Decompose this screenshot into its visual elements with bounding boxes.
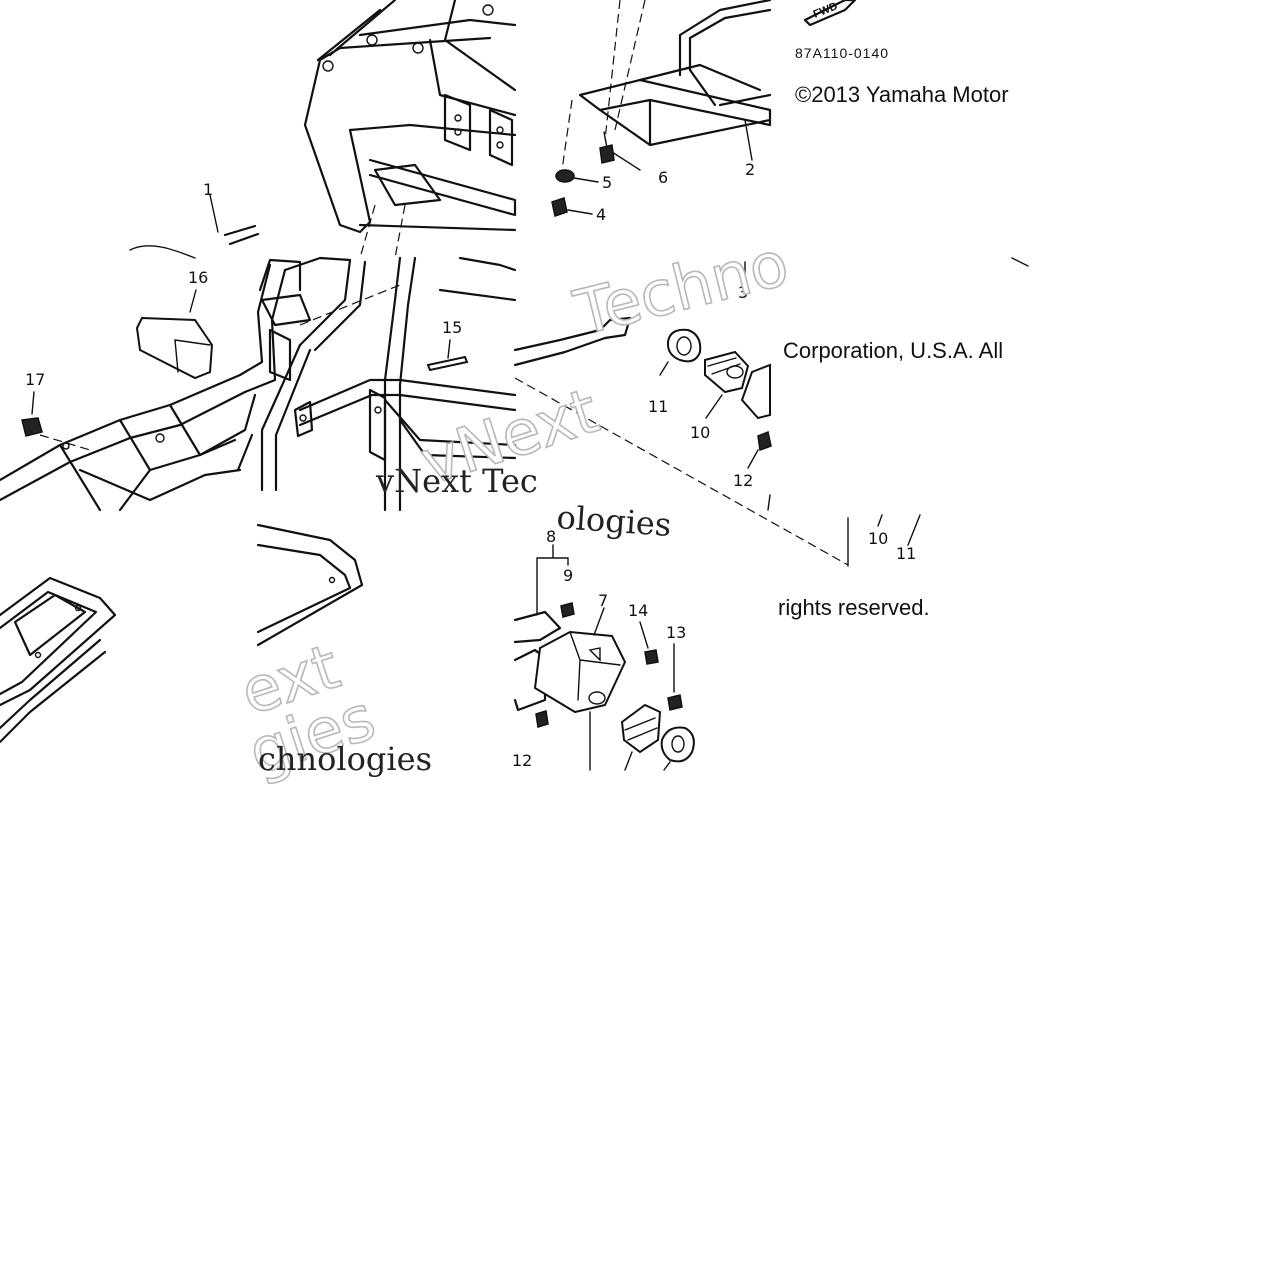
rear-rack-frame xyxy=(303,0,517,259)
copyright-line-2: Corporation, U.S.A. All xyxy=(783,338,1003,363)
bolt-13: 13 xyxy=(666,623,686,711)
boot-10-lower xyxy=(620,703,662,771)
bolt-14: 14 xyxy=(628,601,659,665)
bolt-6: 6 xyxy=(599,131,668,187)
callout-1: 1 xyxy=(203,180,213,199)
grommet-17: 17 xyxy=(21,370,45,437)
callout-12b: 12 xyxy=(512,751,532,770)
callout-5: 5 xyxy=(602,173,612,192)
label-3: 3 xyxy=(738,261,748,302)
label-7: 7 xyxy=(593,591,608,636)
callout-2: 2 xyxy=(745,160,755,179)
copyright-line-3: rights reserved. xyxy=(778,595,930,620)
main-frame-left xyxy=(0,263,287,512)
watermark-chnologies: chnologies xyxy=(258,740,432,778)
callout-6: 6 xyxy=(658,168,668,187)
watermark-vnext-tec: vNext Tec xyxy=(375,462,538,500)
callout-11a: 11 xyxy=(648,397,668,416)
seal-11: 11 xyxy=(648,328,702,416)
cable-bracket xyxy=(513,316,849,567)
part-code: 87A110-0140 xyxy=(795,45,889,61)
label-10b-11b: 10 11 xyxy=(868,514,921,563)
switch-assembly-8: 8 xyxy=(513,527,627,771)
watermark-ologies: ologies xyxy=(555,498,672,544)
callout-12a: 12 xyxy=(733,471,753,490)
nut-9: 9 xyxy=(560,566,575,618)
washer-5: 5 xyxy=(555,169,612,192)
callout-8: 8 xyxy=(546,527,556,546)
seal-11-lower xyxy=(660,726,695,771)
callout-7: 7 xyxy=(598,591,608,610)
callout-10b: 10 xyxy=(868,529,888,548)
part-15: 15 xyxy=(426,318,469,372)
part-1-bar: 1 xyxy=(129,180,260,259)
callout-10a: 10 xyxy=(690,423,710,442)
callout-11b: 11 xyxy=(896,544,916,563)
bolt-4: 4 xyxy=(551,197,606,224)
rear-fender-bracket xyxy=(561,0,772,171)
label-2: 2 xyxy=(745,160,755,179)
main-frame-center xyxy=(258,256,517,512)
callout-13: 13 xyxy=(666,623,686,642)
housing-right xyxy=(740,363,771,420)
screw-12-lower: 12 xyxy=(512,710,549,770)
callout-3: 3 xyxy=(738,283,748,302)
boot-10: 10 xyxy=(690,350,750,442)
copyright-line-1: ©2013 Yamaha Motor xyxy=(795,82,1009,107)
callout-14: 14 xyxy=(628,601,648,620)
callout-4: 4 xyxy=(596,205,606,224)
callout-9: 9 xyxy=(563,566,573,585)
front-bumper xyxy=(256,523,364,647)
tail-light-16: 16 xyxy=(135,268,214,380)
screw-12: 12 xyxy=(733,430,772,490)
callout-17: 17 xyxy=(25,370,45,389)
fwd-arrow: FWD xyxy=(803,0,857,27)
callout-15: 15 xyxy=(442,318,462,337)
front-rack xyxy=(0,576,117,744)
callout-16: 16 xyxy=(188,268,208,287)
